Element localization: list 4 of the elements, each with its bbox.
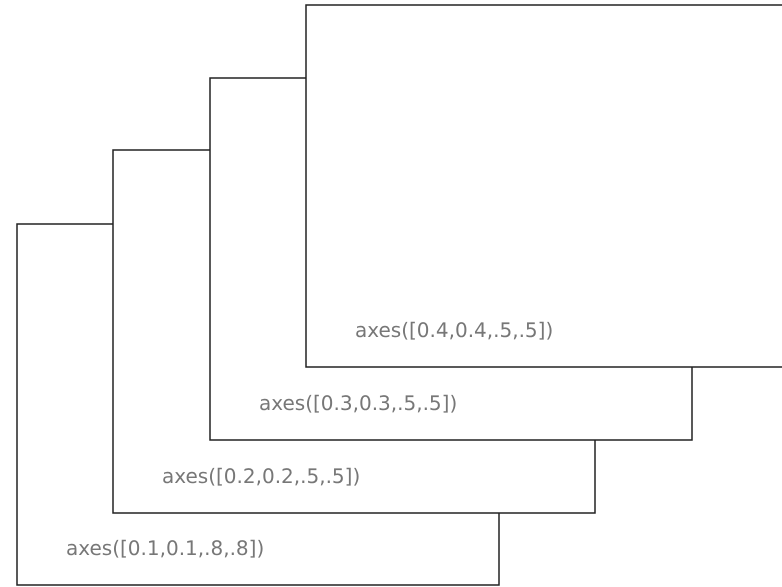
axes-label: axes([0.2,0.2,.5,.5]) [162,464,360,488]
axes-label: axes([0.1,0.1,.8,.8]) [66,536,264,560]
axes-label: axes([0.3,0.3,.5,.5]) [259,391,458,415]
axes-label: axes([0.4,0.4,.5,.5]) [355,318,554,342]
